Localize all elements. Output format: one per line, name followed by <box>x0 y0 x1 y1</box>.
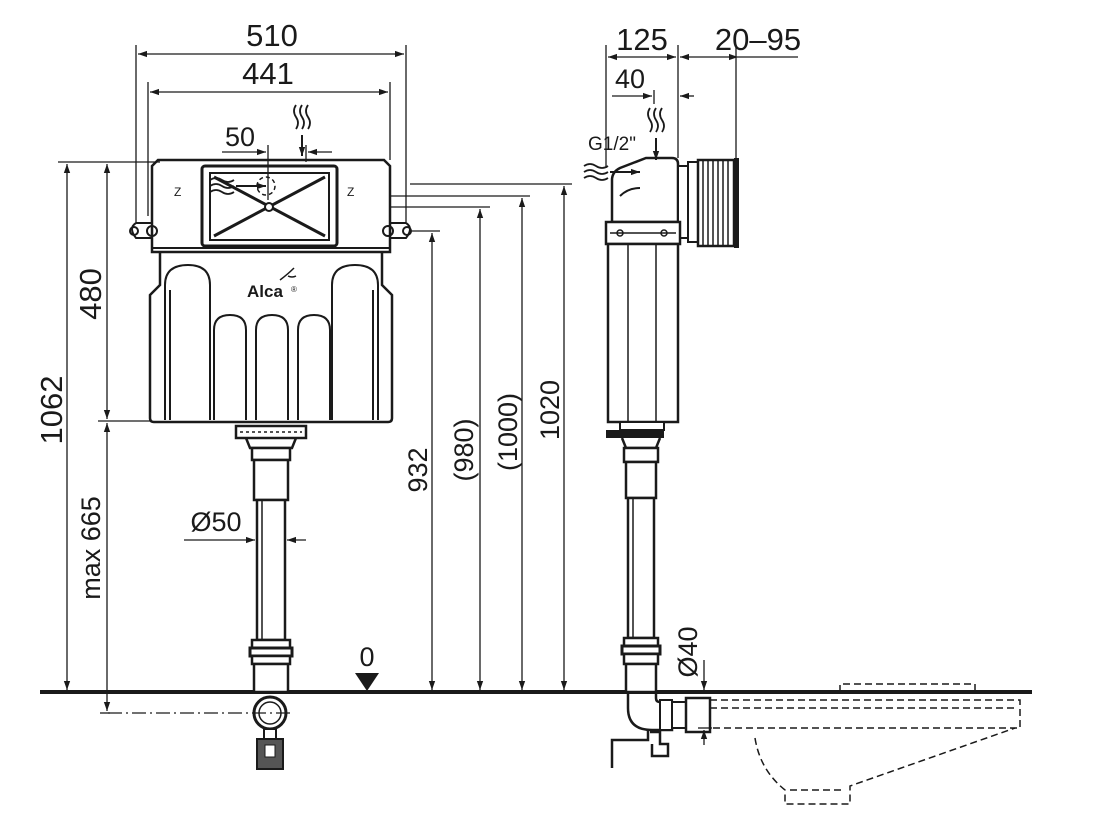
dim-width-inner: 441 <box>242 56 294 91</box>
dim-inlet-offset: 50 <box>225 122 255 152</box>
flush-pipe <box>248 458 294 694</box>
floor-bracket <box>610 730 670 768</box>
bracket-left <box>131 222 152 239</box>
inlet-valve-housing <box>610 156 680 224</box>
brand-logo: Alca <box>247 282 283 301</box>
side-water-inlet-icon <box>583 107 665 181</box>
dim-height-980: (980) <box>449 418 479 481</box>
dim-tank-height: 480 <box>73 268 108 320</box>
floor-fixing <box>256 738 284 770</box>
center-mark <box>264 202 274 212</box>
dim-adjust-range: 20–95 <box>715 22 801 57</box>
tank-side <box>606 242 680 424</box>
dim-pipe-diameter: Ø50 <box>190 507 241 537</box>
dim-height-1020: 1020 <box>535 380 565 440</box>
dim-depth-inlet: 40 <box>615 64 645 94</box>
dim-max-pipe: max 665 <box>76 496 106 600</box>
floor-level-icon <box>355 673 379 691</box>
dim-depth: 125 <box>616 22 668 57</box>
side-dimensions <box>605 45 798 745</box>
front-view: Z Z Alca ® <box>108 104 412 770</box>
svg-text:Z: Z <box>347 185 354 199</box>
front-dimensions <box>58 45 572 714</box>
side-view <box>583 107 1021 805</box>
toilet-bowl-outline <box>710 683 1021 805</box>
dim-width-outer: 510 <box>246 18 298 53</box>
dim-height-932: 932 <box>403 447 433 492</box>
bird-logo-icon <box>279 267 297 281</box>
adjustable-sleeve <box>696 158 739 248</box>
water-inlet-icon <box>209 104 311 195</box>
tank-body <box>148 252 394 424</box>
tank-ribs <box>164 263 379 420</box>
top-frame <box>150 158 392 254</box>
dim-floor-zero: 0 <box>359 642 374 672</box>
dim-connection: G1/2" <box>588 134 636 155</box>
brand-mark: ® <box>291 285 297 294</box>
side-flush-pipe <box>620 460 662 694</box>
dim-height-1000: (1000) <box>493 393 523 471</box>
svg-text:Z: Z <box>174 185 181 199</box>
dim-outlet-diameter: Ø40 <box>673 626 703 677</box>
dim-total-height: 1062 <box>34 376 69 445</box>
